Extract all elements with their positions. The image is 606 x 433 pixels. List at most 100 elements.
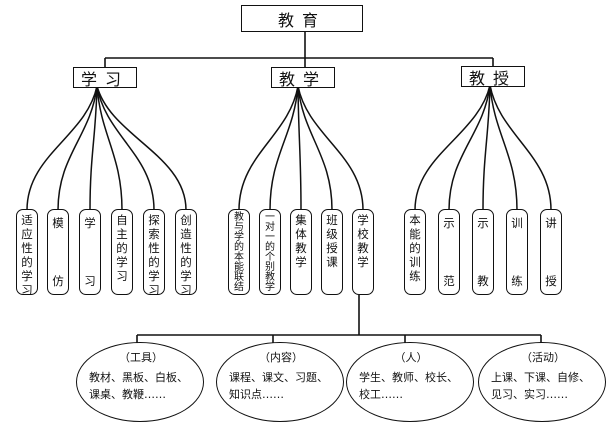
leaf-char: 课 [326, 255, 338, 269]
branch-line [489, 84, 552, 211]
element-title: （活动） [521, 351, 565, 364]
category-teaching: 教学 [271, 67, 335, 89]
leaf-char: 学 [357, 213, 369, 227]
leaf-node: 自主的学习 [111, 209, 133, 295]
leaf-char: 一 [265, 232, 275, 243]
leaf-node: 一对一的个别教学 [259, 209, 281, 295]
leaf-node: 班级授课 [321, 209, 343, 295]
leaf-char: 学 [180, 269, 192, 283]
branch-line [238, 85, 299, 211]
leaf-char: 联 [234, 272, 244, 283]
branch-line [482, 84, 491, 211]
leaf-char: 应 [21, 227, 33, 241]
leaf-char: 学 [116, 255, 128, 269]
leaf-char: 范 [443, 274, 455, 288]
element-line: 校工…… [359, 388, 403, 401]
category-label: 教授 [468, 68, 517, 88]
leaf-char: 的 [148, 255, 160, 269]
leaf-node: 讲授 [540, 209, 562, 295]
leaf-char: 训 [409, 255, 421, 269]
leaf-char: 示 [477, 216, 489, 230]
leaf-node: 适应性的学习 [16, 209, 38, 297]
leaf-char: 造 [180, 227, 192, 241]
leaf-node: 本能的训练 [404, 209, 426, 295]
root-label: 教育 [277, 10, 326, 30]
category-instruction: 教授 [461, 66, 525, 88]
leaf-char: 创 [180, 213, 192, 227]
leaf-char: 授 [545, 274, 557, 288]
leaf-char: 班 [326, 213, 338, 227]
leaf-node: 训练 [506, 209, 528, 295]
leaf-char: 性 [148, 241, 160, 255]
leaf-char: 习 [116, 269, 128, 283]
element-title: （内容） [259, 351, 303, 364]
leaf-char: 练 [511, 274, 523, 288]
element-line: 教材、黑板、白板、 [89, 371, 188, 384]
leaf-char: 的 [116, 241, 128, 255]
leaf-char: 主 [116, 227, 128, 241]
element-line: 课程、课文、习题、 [229, 371, 328, 384]
leaf-char: 校 [357, 227, 369, 241]
leaf-char: 性 [180, 241, 192, 255]
leaf-char: 能 [234, 262, 244, 273]
leaf-node: 探索性的学习 [143, 209, 165, 297]
leaf-char: 学 [357, 255, 369, 269]
leaf-char: 的 [265, 242, 275, 253]
element-line: 上课、下课、自修、 [491, 371, 590, 384]
element-activities: （活动） 上课、下课、自修、 见习、实习…… [478, 342, 606, 422]
leaf-char: 学 [84, 216, 96, 230]
branch-line [96, 85, 187, 211]
category-learning: 学习 [73, 67, 137, 89]
branch-line [297, 85, 364, 211]
leaf-char: 一 [265, 212, 275, 223]
leaf-char: 能 [409, 227, 421, 241]
leaf-char: 的 [21, 255, 33, 269]
leaf-char: 教 [234, 212, 244, 223]
leaf-char: 别 [265, 262, 275, 273]
leaf-node: 创造性的学习 [175, 209, 197, 297]
leaf-char: 仿 [52, 274, 64, 288]
leaf-node: 集体教学 [290, 209, 312, 295]
branch-line [96, 85, 123, 211]
leaf-node: 教与学的本能联结 [228, 209, 250, 295]
leaf-char: 索 [148, 227, 160, 241]
leaf-char: 教 [357, 241, 369, 255]
element-line: 学生、教师、校长、 [359, 371, 458, 384]
leaf-char: 适 [21, 213, 33, 227]
element-people: （人） 学生、教师、校长、 校工…… [346, 342, 474, 422]
leaf-node: 学习 [79, 209, 101, 295]
leaf-char: 习 [148, 283, 160, 297]
leaf-char: 教 [265, 272, 275, 283]
leaf-char: 学 [295, 255, 307, 269]
branch-line [489, 84, 518, 211]
branch-line [89, 85, 98, 211]
leaf-char: 本 [409, 213, 421, 227]
leaf-char: 教 [477, 274, 489, 288]
branch-line [297, 85, 333, 211]
leaf-char: 学 [234, 232, 244, 243]
leaf-char: 模 [52, 216, 64, 230]
leaf-char: 教 [295, 241, 307, 255]
leaf-char: 示 [443, 216, 455, 230]
leaf-char: 体 [295, 227, 307, 241]
leaf-char: 自 [116, 213, 128, 227]
leaf-char: 训 [511, 216, 523, 230]
leaf-char: 与 [234, 222, 244, 233]
branch-line [96, 85, 155, 211]
leaf-node: 模仿 [47, 209, 69, 295]
element-title: （人） [394, 351, 428, 364]
leaf-char: 本 [234, 252, 244, 263]
element-line: 课桌、教鞭…… [89, 388, 166, 401]
branch-line [26, 85, 98, 211]
leaf-char: 习 [21, 283, 33, 297]
leaf-char: 授 [326, 241, 338, 255]
leaf-char: 学 [265, 282, 275, 293]
leaf-char: 的 [234, 242, 244, 253]
leaf-char: 学 [148, 269, 160, 283]
leaf-char: 集 [295, 213, 307, 227]
leaf-node: 学校教学 [352, 209, 374, 295]
leaf-char: 的 [180, 255, 192, 269]
leaf-node: 示教 [472, 209, 494, 295]
leaf-char: 习 [84, 274, 96, 288]
leaf-char: 对 [265, 222, 275, 233]
